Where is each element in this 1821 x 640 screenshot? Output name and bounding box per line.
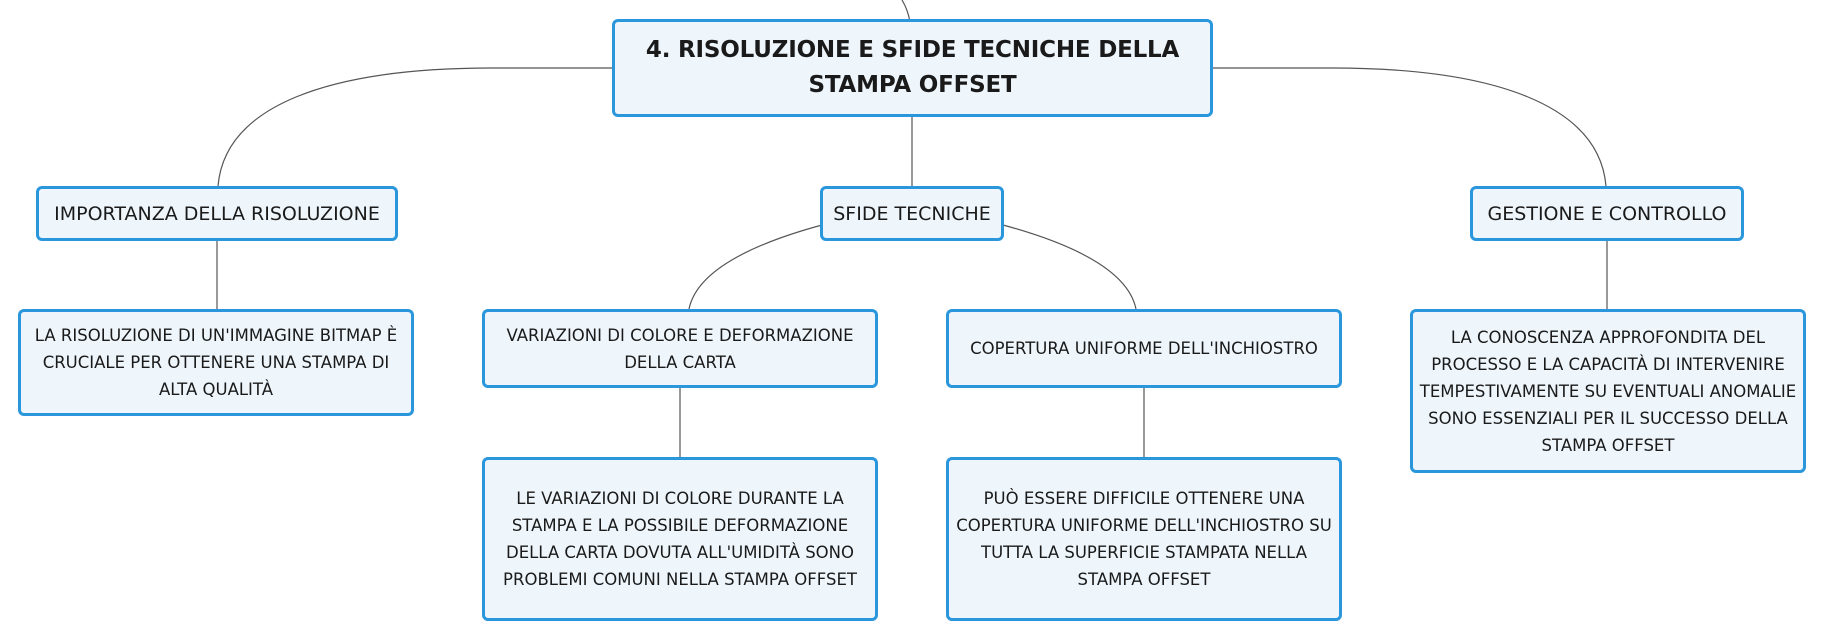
subtopic-label: LA CONOSCENZA APPROFONDITA DEL PROCESSO … xyxy=(1419,327,1797,455)
subtopic-label: VARIAZIONI DI COLORE E DEFORMAZIONE DELL… xyxy=(506,325,854,372)
detail-label: PUÒ ESSERE DIFFICILE OTTENERE UNA COPERT… xyxy=(956,489,1332,589)
detail-copertura-difficile[interactable]: PUÒ ESSERE DIFFICILE OTTENERE UNA COPERT… xyxy=(946,457,1342,621)
connector-root-to-importanza xyxy=(217,67,612,187)
topic-importanza-della-risoluzione[interactable]: IMPORTANZA DELLA RISOLUZIONE xyxy=(36,186,398,241)
topic-label: IMPORTANZA DELLA RISOLUZIONE xyxy=(54,202,380,225)
subtopic-gestione-anomalie[interactable]: LA CONOSCENZA APPROFONDITA DEL PROCESSO … xyxy=(1410,309,1806,473)
subtopic-label: COPERTURA UNIFORME DELL'INCHIOSTRO xyxy=(970,339,1318,358)
subtopic-variazioni-di-colore[interactable]: VARIAZIONI DI COLORE E DEFORMAZIONE DELL… xyxy=(482,309,878,388)
detail-label: LE VARIAZIONI DI COLORE DURANTE LA STAMP… xyxy=(503,489,857,589)
topic-gestione-e-controllo[interactable]: GESTIONE E CONTROLLO xyxy=(1470,186,1744,241)
topic-sfide-tecniche[interactable]: SFIDE TECNICHE xyxy=(820,186,1004,241)
connector-root-to-gestione xyxy=(1212,67,1607,187)
subtopic-label: LA RISOLUZIONE DI UN'IMMAGINE BITMAP È C… xyxy=(34,326,398,399)
detail-variazioni-umidita[interactable]: LE VARIAZIONI DI COLORE DURANTE LA STAMP… xyxy=(482,457,878,621)
subtopic-copertura-uniforme[interactable]: COPERTURA UNIFORME DELL'INCHIOSTRO xyxy=(946,309,1342,388)
root-topic[interactable]: 4. RISOLUZIONE E SFIDE TECNICHE DELLA ST… xyxy=(612,19,1213,117)
connector-sfide-to-variazioni xyxy=(688,224,823,310)
topic-label: SFIDE TECNICHE xyxy=(833,202,991,225)
subtopic-risoluzione-bitmap[interactable]: LA RISOLUZIONE DI UN'IMMAGINE BITMAP È C… xyxy=(18,309,414,416)
root-topic-label: 4. RISOLUZIONE E SFIDE TECNICHE DELLA ST… xyxy=(645,37,1180,98)
topic-label: GESTIONE E CONTROLLO xyxy=(1487,202,1727,225)
connector-sfide-to-copertura xyxy=(1002,224,1137,310)
